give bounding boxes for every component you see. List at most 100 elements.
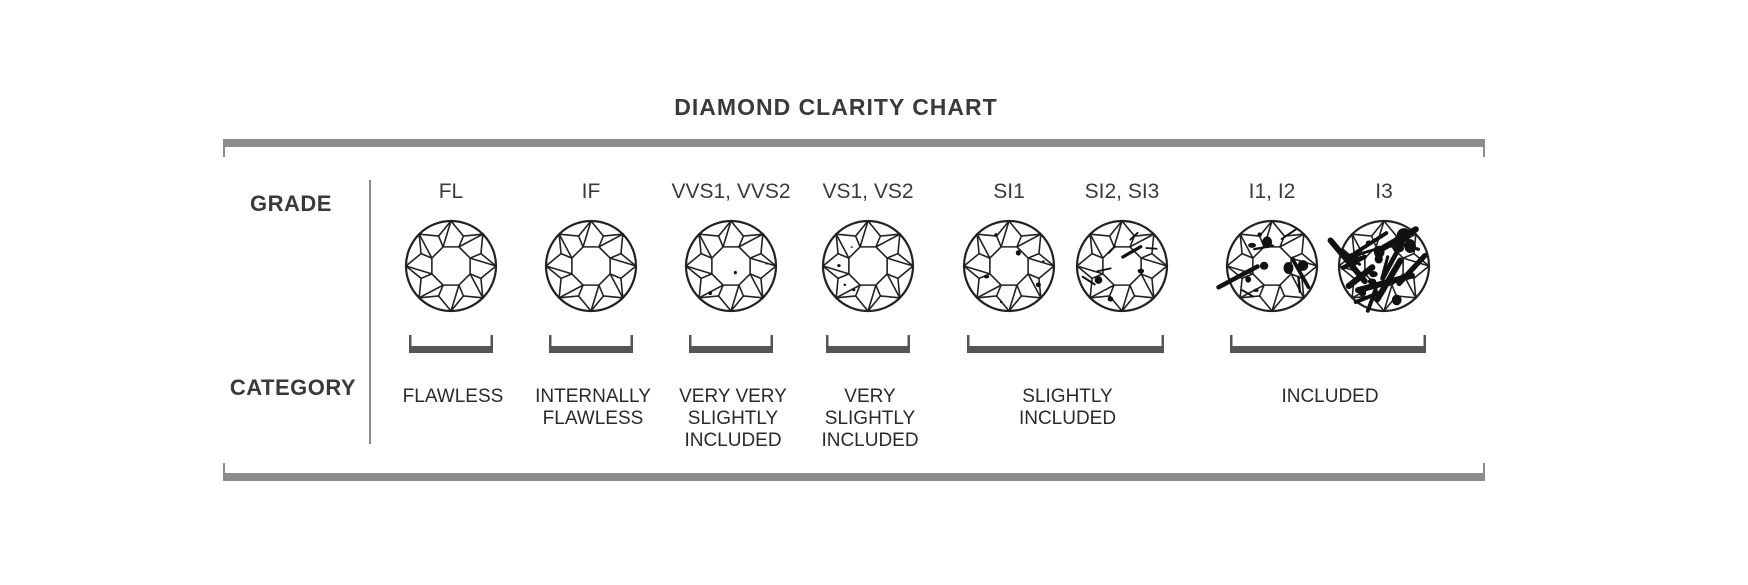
inclusion-mark [994, 233, 998, 237]
inclusion-mark [1137, 268, 1145, 274]
inclusion-mark [1096, 267, 1112, 273]
category-bracket [549, 335, 633, 353]
inclusion-mark [1391, 294, 1402, 306]
grade-column: SI1 [962, 180, 1056, 313]
inclusion-mark [1129, 231, 1139, 241]
category-label-line: INTERNALLY [535, 386, 651, 407]
diamond-icon [821, 219, 915, 313]
inclusion-mark [1404, 239, 1416, 254]
diamond-icon [544, 219, 638, 313]
category-label-line: SLIGHTLY [1022, 386, 1113, 407]
grade-column-group: FL IF VVS1, VVS2 VS1, VS2 SI1 SI2, SI3 I1, I2 I… [404, 180, 1431, 313]
inclusion-mark [1297, 260, 1309, 271]
inclusion-mark [1216, 264, 1260, 290]
inclusion-mark [1257, 232, 1262, 237]
diamond-icon [404, 219, 498, 313]
category-label-line: FLAWLESS [403, 386, 504, 407]
grade-label: VVS1, VVS2 [671, 180, 790, 203]
inclusion-mark [1081, 275, 1096, 286]
inclusion-mark [999, 300, 1003, 304]
inclusion-mark [1107, 296, 1114, 302]
grade-label: VS1, VS2 [822, 180, 913, 203]
inclusion-mark [1354, 272, 1415, 294]
grade-column: VVS1, VVS2 [671, 180, 791, 313]
inclusion-mark [852, 288, 856, 292]
category-label: FLAWLESS [403, 386, 504, 407]
inclusion-mark [733, 270, 737, 275]
diamond-icon [1216, 219, 1319, 313]
grade-column: FL [404, 180, 498, 313]
category-label: INCLUDED [1281, 386, 1378, 407]
grade-label: SI1 [993, 180, 1025, 203]
inclusion-mark [1297, 275, 1302, 294]
inclusion-mark [1392, 244, 1404, 253]
grade-label: I1, I2 [1249, 180, 1296, 203]
inclusion-mark [765, 262, 768, 265]
diamond-icon [684, 219, 778, 313]
category-bracket [409, 335, 493, 353]
category-label-line: SLIGHTLY [688, 408, 779, 429]
grade-label: SI2, SI3 [1085, 180, 1160, 203]
inclusion-mark [1245, 276, 1252, 283]
diamond-icon [1075, 219, 1169, 313]
inclusion-mark [1241, 289, 1254, 298]
inclusion-mark [1352, 231, 1389, 256]
category-bracket [689, 335, 773, 353]
diamond-icon [962, 219, 1056, 313]
grade-column: SI2, SI3 [1075, 180, 1169, 313]
inclusion-mark [1290, 256, 1311, 289]
bottom-frame [223, 463, 1485, 481]
category-label-line: INCLUDED [1019, 408, 1116, 429]
inclusion-mark [1107, 245, 1117, 255]
inclusion-mark [1327, 237, 1368, 285]
grade-column: I1, I2 [1216, 180, 1319, 313]
inclusion-mark [1367, 278, 1377, 285]
grade-label: FL [439, 180, 464, 203]
bracket-group [409, 335, 1426, 353]
category-label-line: FLAWLESS [543, 408, 644, 429]
inclusion-mark [1015, 250, 1021, 256]
grade-column: VS1, VS2 [821, 180, 915, 313]
inclusion-mark [1121, 245, 1143, 259]
inclusion-mark [1259, 261, 1269, 270]
category-label-line: INCLUDED [821, 430, 918, 451]
grade-label: IF [582, 180, 601, 203]
inclusion-mark [843, 283, 847, 287]
label-divider [369, 180, 371, 444]
category-label-line: VERY VERY [679, 386, 787, 407]
category-bracket [1230, 335, 1426, 353]
inclusion-mark [1248, 242, 1256, 248]
inclusion-mark [708, 291, 713, 296]
category-label-line: SLIGHTLY [825, 408, 916, 429]
grade-column: I3 [1327, 180, 1431, 313]
inclusion-mark [1283, 262, 1294, 274]
inclusion-mark [1396, 228, 1411, 242]
category-bracket [967, 335, 1164, 353]
grade-label: I3 [1375, 180, 1393, 203]
diamond-icon [1327, 219, 1431, 313]
category-label-line: INCLUDED [684, 430, 781, 451]
chart-title: DIAMOND CLARITY CHART [674, 94, 997, 120]
inclusion-mark [1253, 244, 1275, 251]
category-label-line: INCLUDED [1281, 386, 1378, 407]
inclusion-mark [1374, 254, 1383, 264]
grade-row-label: GRADE [250, 191, 332, 216]
category-row-label: CATEGORY [230, 375, 356, 400]
inclusion-mark [1094, 276, 1103, 284]
grade-column: IF [544, 180, 638, 313]
category-label-line: VERY [844, 386, 896, 407]
inclusion-mark [1035, 282, 1041, 288]
inclusion-mark [1042, 260, 1045, 263]
inclusion-mark [837, 264, 841, 267]
inclusion-mark [850, 246, 853, 248]
category-bracket [826, 335, 910, 353]
inclusion-mark [1369, 271, 1378, 278]
inclusion-mark [1280, 227, 1298, 240]
top-frame [223, 139, 1485, 157]
